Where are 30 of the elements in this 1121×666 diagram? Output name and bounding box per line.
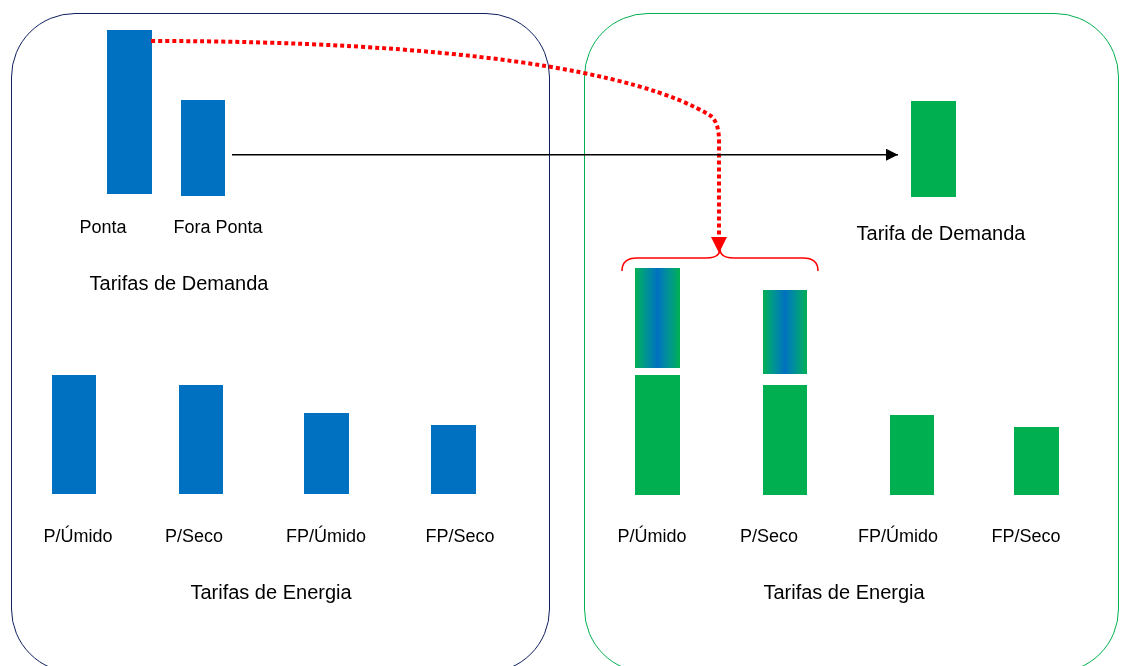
bar [911, 101, 956, 197]
curly-brace [621, 248, 819, 272]
bar [304, 413, 349, 494]
bar-label: Fora Ponta [173, 216, 263, 239]
group-caption: Tarifa de Demanda [856, 221, 1026, 246]
bar [1014, 427, 1059, 495]
bar-label: Ponta [79, 216, 127, 239]
bar-label: FP/Úmido [286, 524, 366, 548]
bar-label: P/Seco [165, 525, 223, 548]
bar-label: P/Seco [740, 525, 798, 548]
bar [890, 415, 934, 495]
group-caption: Tarifas de Energia [763, 580, 925, 605]
bar [635, 375, 680, 495]
bar [431, 425, 476, 494]
bar [763, 385, 807, 495]
bar [52, 375, 96, 494]
arrow [231, 148, 899, 161]
group-caption: Tarifas de Energia [190, 580, 352, 605]
bar [763, 290, 807, 374]
bar-label: P/Úmido [43, 524, 113, 548]
bar-label: FP/Seco [425, 525, 495, 548]
arrow [151, 39, 727, 253]
bar-label: FP/Seco [991, 525, 1061, 548]
group-caption: Tarifas de Demanda [89, 271, 269, 296]
bar [635, 268, 680, 368]
bar [179, 385, 223, 494]
bar [181, 100, 225, 196]
bar-label: FP/Úmido [858, 524, 938, 548]
bar [107, 30, 152, 194]
bar-label: P/Úmido [617, 524, 687, 548]
